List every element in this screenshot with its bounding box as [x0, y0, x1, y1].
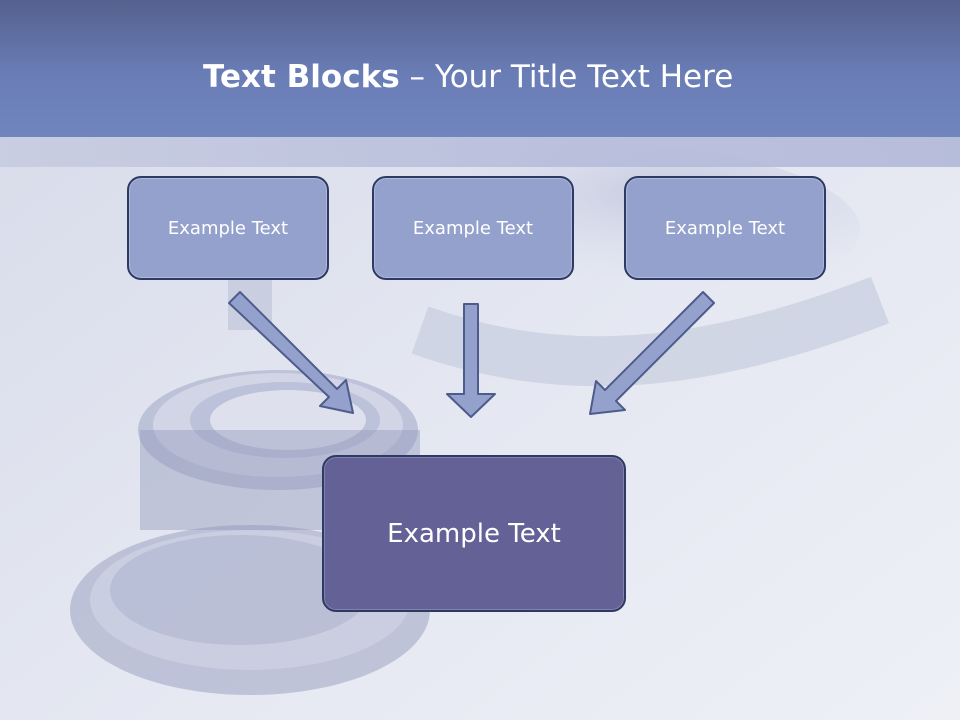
title-rest-part: Your Title Text Here [434, 59, 734, 95]
title-underline-strip [0, 137, 960, 167]
title-bold-part: Text Blocks [203, 59, 400, 95]
text-block-3-label: Example Text [664, 217, 786, 239]
center-text-block-label: Example Text [387, 518, 561, 549]
arrow-center-down [446, 303, 496, 418]
arrow-right-diagonal [589, 291, 715, 415]
title-bar [0, 0, 960, 137]
text-block-1[interactable]: Example Text [127, 176, 329, 280]
text-block-1-label: Example Text [167, 217, 289, 239]
text-block-3[interactable]: Example Text [624, 176, 826, 280]
arrow-left-diagonal [228, 291, 354, 414]
center-text-block[interactable]: Example Text [322, 455, 626, 612]
text-block-2-label: Example Text [412, 217, 534, 239]
text-block-2[interactable]: Example Text [372, 176, 574, 280]
title-dash: – [399, 59, 435, 95]
slide-title: Text Blocks – Your Title Text Here [203, 52, 733, 102]
